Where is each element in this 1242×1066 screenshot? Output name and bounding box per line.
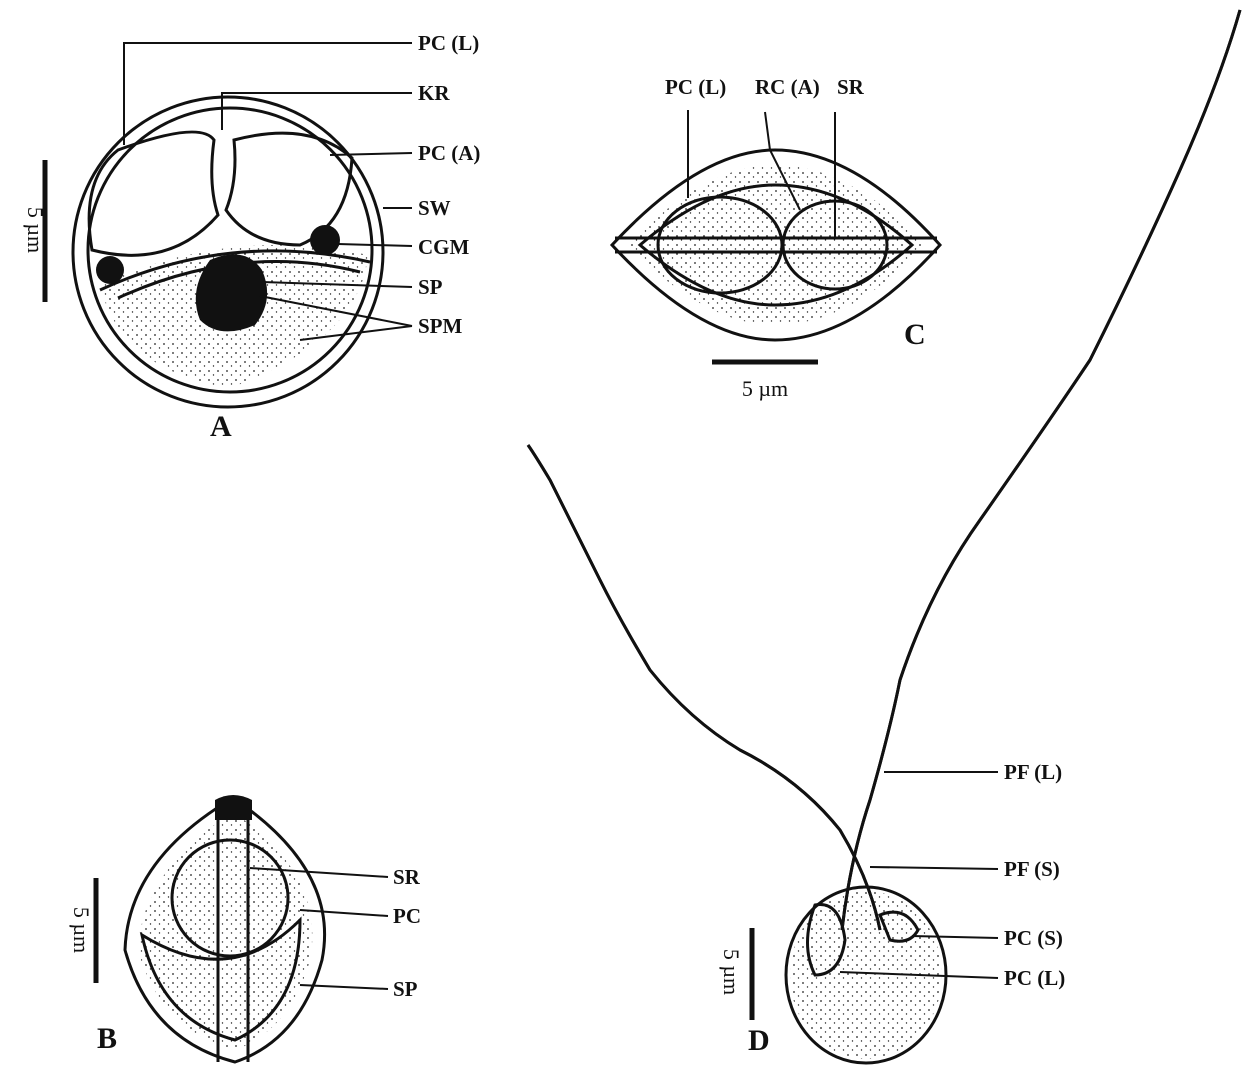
panel-a-label-sw: SW <box>418 196 451 220</box>
panel-d-polar-filament-long <box>842 10 1240 930</box>
panel-d-label-pcl: PC (L) <box>1004 966 1065 990</box>
panel-d-scale-label: 5 µm <box>719 949 744 995</box>
panel-b: 5 µm SR PC SP B <box>69 795 421 1062</box>
panel-a-sporoplasm-nucleus <box>196 254 267 331</box>
panel-a-letter: A <box>210 410 232 443</box>
panel-b-scale-label: 5 µm <box>69 907 94 953</box>
panel-c-label-pcl: PC (L) <box>665 75 726 99</box>
panel-d-leader-pfs <box>870 867 998 869</box>
panel-a-capsulogenic-mass <box>310 225 340 255</box>
panel-b-letter: B <box>97 1022 117 1055</box>
panel-b-top-cap <box>215 795 252 820</box>
panel-d-letter: D <box>748 1024 770 1057</box>
panel-d: PF (L) PF (S) PC (S) PC (L) 5 µm D <box>528 10 1240 1063</box>
panel-a-capsulogenic-mass-left <box>96 256 124 284</box>
panel-b-label-sp: SP <box>393 977 418 1001</box>
panel-a-label-pcl: PC (L) <box>418 31 479 55</box>
panel-b-leader-pc <box>300 910 388 916</box>
panel-d-polar-filament-short <box>528 445 880 930</box>
panel-a-label-sp: SP <box>418 275 443 299</box>
panel-d-label-pfs: PF (S) <box>1004 857 1060 881</box>
panel-a: 5 µm PC (L) KR PC (A) SW CGM SP SPM A <box>23 31 480 443</box>
panel-a-polar-capsule-left <box>89 132 218 255</box>
panel-a-label-spm: SPM <box>418 314 463 338</box>
panel-c-scale-label: 5 µm <box>742 376 788 401</box>
panel-a-label-kr: KR <box>418 81 450 105</box>
panel-c-label-sr: SR <box>837 75 865 99</box>
panel-d-label-pcs: PC (S) <box>1004 926 1063 950</box>
panel-a-scale-label: 5 µm <box>23 207 48 253</box>
panel-b-label-pc: PC <box>393 904 421 928</box>
panel-a-label-cgm: CGM <box>418 235 470 259</box>
panel-c-letter: C <box>904 318 926 351</box>
panel-d-polar-filament-short-core <box>528 445 880 930</box>
panel-c-label-rca: RC (A) <box>755 75 820 99</box>
panel-d-polar-filament-long-core <box>842 10 1240 930</box>
panel-a-label-pca: PC (A) <box>418 141 480 165</box>
panel-c: PC (L) RC (A) SR 5 µm C <box>612 75 940 401</box>
panel-a-leader-cgm <box>338 244 412 246</box>
panel-a-leader-pca <box>330 153 412 155</box>
panel-b-label-sr: SR <box>393 865 421 889</box>
panel-d-label-pfl: PF (L) <box>1004 760 1062 784</box>
